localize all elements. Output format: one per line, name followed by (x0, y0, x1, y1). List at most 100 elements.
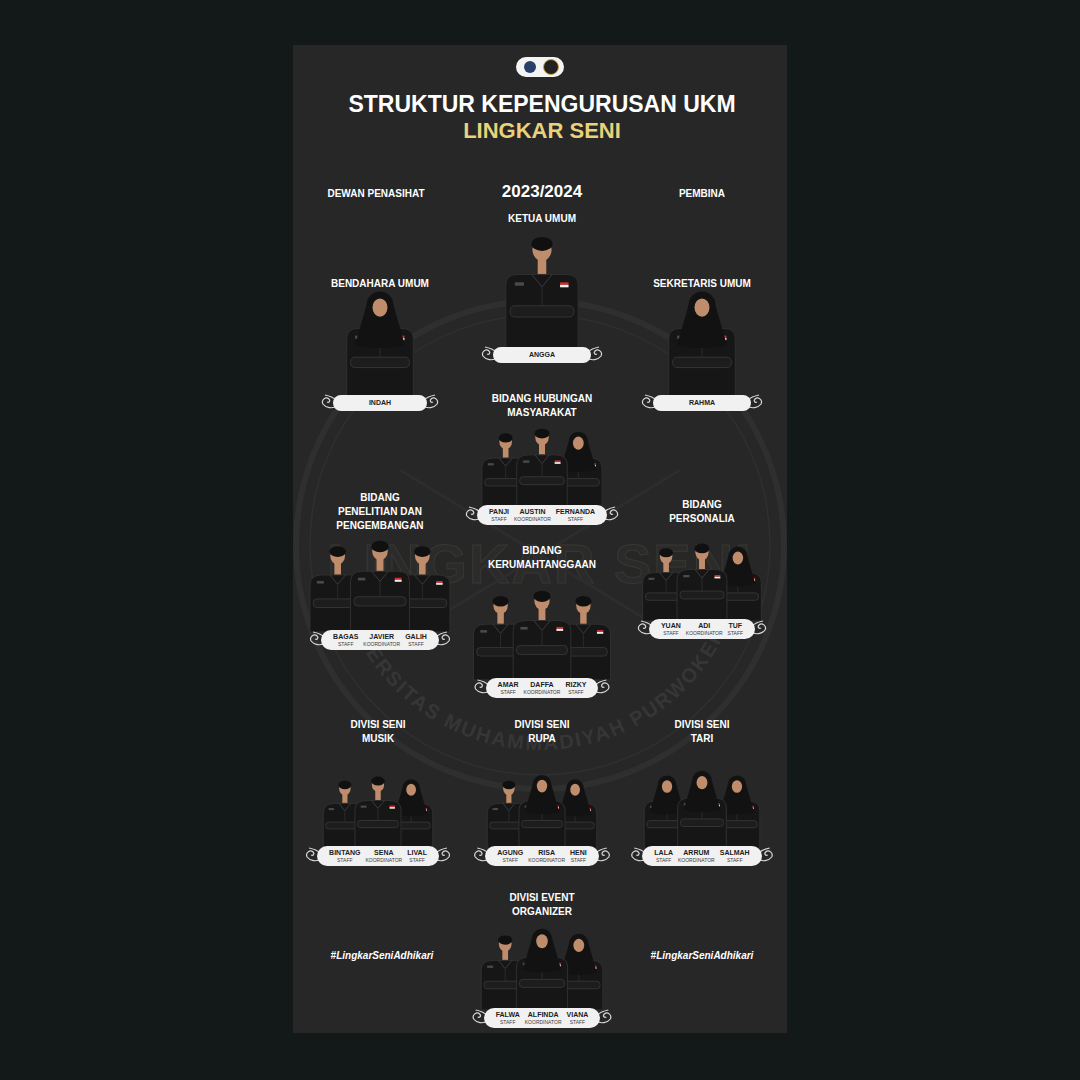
name-plate: BIDANG PENELITIAN DAN PENGEMBANGANBAGASS… (321, 630, 439, 650)
placket (542, 631, 543, 646)
collar (339, 803, 351, 810)
section-heading: SEKRETARIS UMUM (653, 277, 751, 291)
shirt (351, 571, 410, 632)
member-name: ALFINDA (528, 1011, 559, 1019)
placket (583, 633, 584, 647)
face (537, 780, 547, 793)
member-role: STAFF (663, 630, 678, 636)
hair (502, 781, 515, 789)
member-name: ANGGA (529, 351, 555, 359)
person-figure (347, 291, 414, 397)
person-figure (517, 429, 568, 507)
member-name: ADI (698, 622, 710, 630)
member: AUSTINKOORDINATOR (514, 508, 551, 522)
member-role: KOORDINATOR (678, 857, 715, 863)
member: SALMAHSTAFF (720, 849, 750, 863)
logo-patch (480, 630, 487, 633)
name-row: AGUNGSTAFFRISAKOORDINATORHENISTAFF (497, 849, 587, 863)
section-heading: BENDAHARA UMUM (331, 277, 429, 291)
name-row: RAHMA (689, 399, 715, 407)
section-heading: DIVISI EVENT ORGANIZER (492, 891, 592, 919)
section-heading: DIVISI SENI RUPA (511, 718, 573, 746)
section-heading: BIDANG KERUMAHTANGGAAN (483, 544, 601, 572)
member-role: KOORDINATOR (525, 1019, 562, 1025)
member-name: GALIH (405, 633, 427, 641)
member-name: LALA (654, 849, 673, 857)
member: INDAH (369, 399, 391, 407)
placket (542, 464, 543, 477)
member-name: AGUNG (497, 849, 523, 857)
hair (498, 935, 512, 944)
hair (338, 781, 351, 789)
hair (499, 433, 513, 442)
face (499, 434, 512, 449)
member-name: RAHMA (689, 399, 715, 407)
collar (372, 571, 389, 581)
member: RIZKYSTAFF (565, 681, 586, 695)
member-name: RISA (538, 849, 555, 857)
name-plate: BIDANG KERUMAHTANGGAANAMARSTAFFDAFFAKOOR… (486, 678, 599, 698)
period-label: 2023/2024 (502, 182, 582, 202)
flag-patch (560, 282, 568, 284)
flag-patch (555, 462, 561, 464)
face (697, 776, 708, 789)
logo-patch (523, 460, 529, 462)
section-heading: KETUA UMUM (508, 212, 576, 226)
section-heading: DIVISI SENI TARI (671, 718, 733, 746)
member-role: KOORDINATOR (686, 630, 723, 636)
member-role: STAFF (337, 857, 352, 863)
member-role: KOORDINATOR (514, 516, 551, 522)
collar (695, 570, 709, 579)
flag-patch (597, 630, 603, 632)
logo-patch (317, 581, 324, 584)
face (695, 545, 708, 561)
logo-patch (487, 966, 493, 968)
placket (666, 581, 667, 593)
person-figure (506, 237, 578, 349)
placket (500, 633, 501, 647)
member: BAGASSTAFF (333, 633, 358, 647)
member-role: STAFF (409, 857, 424, 863)
member: RISAKOORDINATOR (528, 849, 565, 863)
club-logo (544, 60, 559, 75)
placket (505, 969, 506, 982)
member-name: JAVIER (369, 633, 394, 641)
member-name: RIZKY (565, 681, 586, 689)
placket (378, 808, 379, 820)
member-role: STAFF (570, 1019, 585, 1025)
hijab (569, 432, 588, 452)
emblem-ring (310, 315, 770, 775)
member-name: VIANA (567, 1011, 589, 1019)
crossed-arms (680, 591, 724, 599)
crossed-arms (510, 306, 574, 317)
crossed-arms (358, 820, 399, 827)
collar (330, 575, 346, 585)
member-name: DAFFA (530, 681, 553, 689)
hijab (728, 547, 747, 567)
member: PANJISTAFF (489, 508, 509, 522)
collar (503, 803, 515, 810)
flag-patch (714, 575, 720, 577)
hair (493, 596, 509, 606)
member: ARRUMKOORDINATOR (678, 849, 715, 863)
person-figure (516, 929, 567, 1010)
member-name: AMAR (498, 681, 519, 689)
face (372, 777, 384, 791)
member: LALASTAFF (654, 849, 673, 863)
flag-patch (597, 632, 603, 634)
member: RAHMA (689, 399, 715, 407)
member-name: LIVAL (407, 849, 427, 857)
face (406, 784, 416, 796)
face (732, 780, 742, 793)
member-role: STAFF (500, 1019, 515, 1025)
face (339, 782, 351, 796)
member-role: STAFF (491, 516, 506, 522)
flag-patch (556, 629, 563, 631)
flag-patch (555, 460, 561, 462)
name-plate: BENDAHARA UMUMINDAH (333, 395, 427, 411)
member: SENAKOORDINATOR (365, 849, 402, 863)
flag-patch (556, 627, 563, 629)
